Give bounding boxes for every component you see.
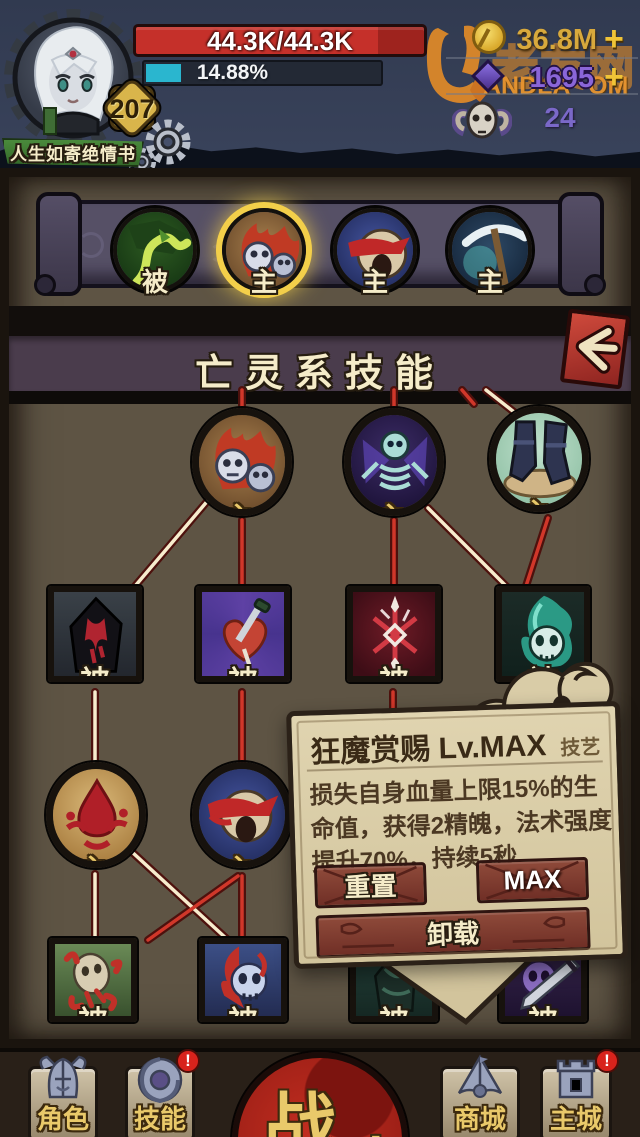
hud-divider	[446, 93, 638, 95]
skill-node-hooded-wraith[interactable]: 被	[48, 586, 142, 682]
skill-type-label: 被	[379, 666, 409, 682]
hud-divider	[446, 57, 638, 59]
skill-node-flaming-skulls[interactable]: 主	[192, 408, 292, 516]
hp-value: 44.3K/44.3K	[207, 26, 353, 56]
skill-type-label: 被	[228, 666, 258, 682]
screaming-ghoul-icon	[337, 212, 413, 288]
shop-tent-icon	[457, 1054, 503, 1098]
skill-node-bone-legs[interactable]: 主	[489, 406, 589, 512]
bottom-nav-bar: 角色 技能 ! 商城 主城	[0, 1048, 640, 1137]
slot-type-label: 被	[141, 267, 168, 297]
skill-type-label: 被	[78, 1006, 108, 1022]
player-name-ribbon: 人生如寄绝情书	[2, 138, 144, 167]
xp-value: 14.88%	[196, 61, 269, 84]
banner-strip	[9, 336, 631, 391]
nav-label: 角色	[36, 1104, 89, 1134]
skill-type-label: 被	[80, 666, 110, 682]
equipped-skill-slot-3[interactable]	[333, 208, 417, 292]
reset-button[interactable]: 重置	[313, 861, 428, 909]
skill-type-seal: 主	[225, 505, 259, 510]
skill-type-seal: 主	[377, 505, 411, 510]
page-title: 亡灵系技能	[194, 353, 445, 395]
nav-character-button[interactable]: 角色	[28, 1055, 98, 1137]
slot-type-label: 主	[476, 267, 503, 297]
skill-type-seal: 主	[79, 857, 113, 862]
skill-node-blood-burst[interactable]: 主	[46, 762, 146, 868]
skill-node-blood-rune[interactable]: 被	[347, 586, 441, 682]
back-arrow-icon	[575, 324, 621, 374]
equipped-skill-slot-4[interactable]	[448, 208, 532, 292]
player-avatar[interactable]	[4, 8, 142, 148]
skill-type-label: 被	[528, 1006, 558, 1022]
equipped-skill-slot-1[interactable]	[113, 208, 197, 292]
hp-bar: 44.3K/44.3K	[133, 24, 427, 57]
slot-type-label: 主	[361, 267, 388, 297]
green-serpent-icon	[117, 212, 193, 288]
skill-type-label: 被	[379, 1006, 409, 1022]
skills-alert-badge: !	[176, 1049, 200, 1073]
soul-amount: 24	[544, 102, 576, 133]
nav-label: 主城	[549, 1104, 602, 1134]
gem-amount: 1695	[529, 62, 594, 94]
ram-skull-icon	[452, 101, 512, 139]
back-button[interactable]	[559, 308, 631, 390]
equipped-skill-slot-2[interactable]	[222, 208, 306, 292]
nav-skills-button[interactable]: 技能 !	[125, 1049, 200, 1137]
add-gems-button[interactable]: +	[604, 58, 624, 96]
slot-type-label: 主	[250, 267, 277, 297]
level-value: 207	[109, 94, 155, 124]
unload-button[interactable]: 卸载	[315, 906, 591, 959]
nav-city-button[interactable]: 主城 !	[540, 1049, 619, 1137]
castle-icon	[556, 1059, 596, 1099]
battle-char-2: 斗	[332, 1116, 398, 1137]
skill-node-clawed-skull[interactable]: 被	[49, 938, 137, 1022]
skill-node-pierced-heart[interactable]: 被	[196, 586, 290, 682]
xp-fill	[146, 64, 182, 82]
skill-node-screaming-ghoul[interactable]: 主	[192, 762, 292, 868]
popup-panel: 狂魔赏赐 Lv.MAX 技艺 损失自身血量上限15%的生命值，获得2精魄，法术强…	[286, 700, 628, 970]
skill-category-tag: 技艺	[560, 736, 601, 760]
scroll-end-left	[34, 192, 82, 296]
nav-label: 技能	[133, 1104, 186, 1134]
skill-node-flame-skull[interactable]: 被	[199, 938, 287, 1022]
helmet-icon	[39, 1055, 87, 1099]
skill-type-seal: 主	[225, 857, 259, 862]
spirit-scythe-icon	[452, 212, 528, 288]
skill-type-label: 被	[228, 1006, 258, 1022]
skill-swirl-icon	[137, 1057, 183, 1104]
skill-type-seal: 主	[522, 501, 556, 506]
battle-char-1: 战	[264, 1088, 337, 1137]
player-name: 人生如寄绝情书	[10, 145, 136, 164]
city-alert-badge: !	[595, 1049, 619, 1073]
skill-detail-popup: 狂魔赏赐 Lv.MAX 技艺 损失自身血量上限15%的生命值，获得2精魄，法术强…	[286, 661, 628, 1026]
gold-coin-icon	[472, 20, 506, 54]
xp-bar: 14.88%	[142, 60, 383, 86]
nav-label: 商城	[453, 1104, 506, 1134]
nav-shop-button[interactable]: 商城	[440, 1054, 520, 1137]
gold-amount: 36.8M	[516, 24, 597, 56]
watermark-right-text: OM	[588, 72, 629, 100]
watermark-big-text: 老友网	[491, 41, 636, 96]
max-button[interactable]: MAX	[475, 856, 590, 904]
scroll-end-right	[558, 192, 606, 296]
banner-top-strip	[9, 306, 631, 336]
add-gold-button[interactable]: +	[604, 20, 624, 58]
flaming-skulls-icon	[226, 212, 302, 288]
skill-node-purple-skeleton[interactable]: 主	[344, 408, 444, 516]
level-badge: 207	[100, 76, 164, 140]
battle-button[interactable]: 战 斗	[232, 1052, 408, 1137]
